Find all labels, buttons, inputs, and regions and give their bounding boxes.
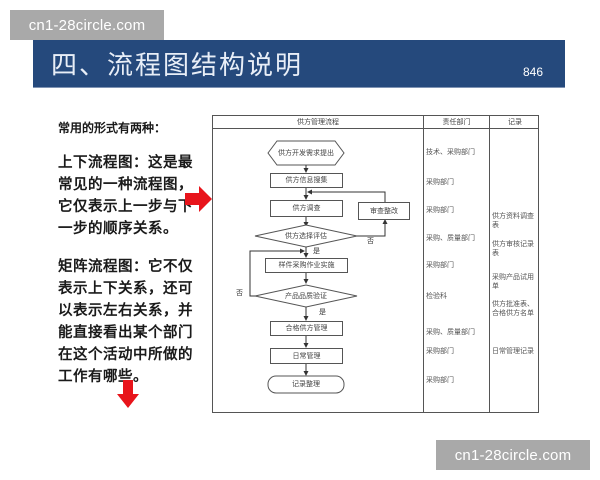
node-daily: 日常管理 xyxy=(270,348,343,364)
node-start: 供方开发需求提出 xyxy=(278,148,334,157)
flow-connectors xyxy=(249,140,388,394)
red-arrow-down-icon xyxy=(117,380,139,408)
record-cell: 供方批准表、合格供方名单 xyxy=(492,300,534,317)
node-qualified: 合格供方管理 xyxy=(270,321,343,336)
department-cell: 技术、采购部门 xyxy=(426,148,475,156)
node-end: 记录整理 xyxy=(292,380,320,388)
department-cell: 采购部门 xyxy=(426,206,454,214)
node-verify: 产品品质验证 xyxy=(285,291,327,300)
record-cell: 采购产品试用单 xyxy=(492,273,534,290)
node-survey: 供方调查 xyxy=(270,200,343,217)
node-collect: 供方信息搜集 xyxy=(270,173,343,188)
label-yes-verify: 是 xyxy=(319,308,326,316)
record-cell: 供方资料调查表 xyxy=(492,212,534,229)
page-number: 846 xyxy=(522,65,543,79)
label-no-verify: 否 xyxy=(236,289,243,297)
intro-text: 常用的形式有两种： xyxy=(58,121,167,135)
department-cell: 采购、质量部门 xyxy=(426,234,475,242)
department-cell: 检验科 xyxy=(426,292,447,300)
watermark-bottom: cn1-28circle.com xyxy=(436,440,590,470)
slide-title: 四、流程图结构说明 xyxy=(51,51,304,81)
department-cell: 采购部门 xyxy=(426,178,454,186)
label-yes-evaluate: 是 xyxy=(313,247,320,255)
department-cell: 采购、质量部门 xyxy=(426,328,475,336)
paragraph-vertical-flowchart: 上下流程图：这是最常见的一种流程图，它仅表示上一步与下一步的顺序关系。 xyxy=(58,154,193,237)
column-divider xyxy=(423,116,424,412)
node-sample: 样件采购作业实施 xyxy=(265,258,348,273)
column-divider xyxy=(489,116,490,412)
record-cell: 日常管理记录 xyxy=(492,347,534,355)
header-row-divider xyxy=(213,128,538,129)
node-evaluate: 供方选择评估 xyxy=(285,231,327,240)
paragraph-matrix-flowchart: 矩阵流程图：它不仅表示上下关系，还可以表示左右关系，并能直接看出某个部门在这个活… xyxy=(58,258,193,385)
column-header-records: 记录 xyxy=(508,118,522,126)
department-cell: 采购部门 xyxy=(426,347,454,355)
department-cell: 采购部门 xyxy=(426,261,454,269)
red-arrow-right-icon xyxy=(185,186,212,212)
department-cell: 采购部门 xyxy=(426,376,454,384)
description-text: 常用的形式有两种： 上下流程图：这是最常见的一种流程图，它仅表示上一步与下一步的… xyxy=(58,119,198,404)
slide-header: 四、流程图结构说明 846 xyxy=(33,40,565,88)
record-cell: 供方审核记录表 xyxy=(492,240,534,257)
node-rectify: 审查整改 xyxy=(358,202,410,220)
column-header-department: 责任部门 xyxy=(442,118,471,126)
watermark-top: cn1-28circle.com xyxy=(10,10,164,40)
label-no-evaluate: 否 xyxy=(367,237,374,245)
matrix-flowchart: 供方管理流程 责任部门 记录 供方开发需求提出 供方 xyxy=(212,115,539,413)
column-header-process: 供方管理流程 xyxy=(297,118,339,126)
